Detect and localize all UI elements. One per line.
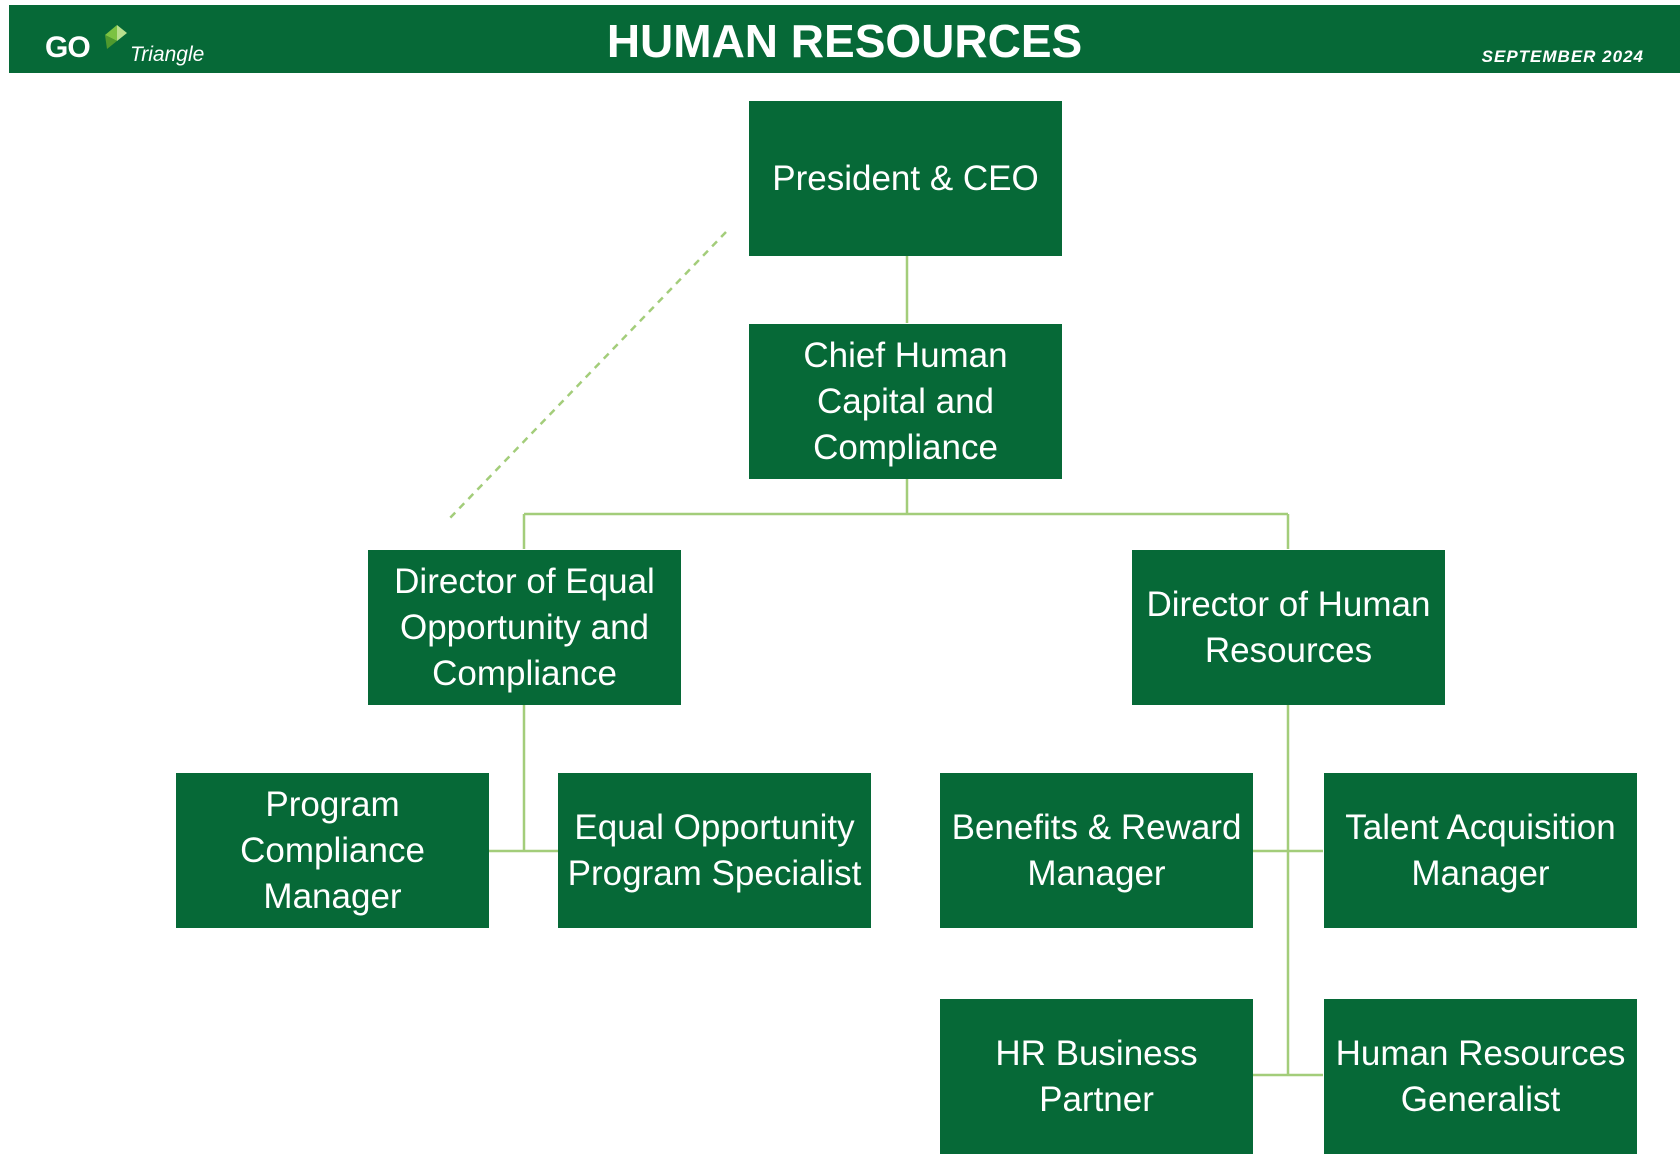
org-box-eo-program-specialist: Equal Opportunity Program Specialist: [558, 773, 871, 928]
org-box-talent-acquisition-manager: Talent Acquisition Manager: [1324, 773, 1637, 928]
org-box-label: Talent Acquisition Manager: [1345, 807, 1616, 893]
org-box-president-ceo: President & CEO: [749, 101, 1062, 256]
org-box-benefits-reward-manager: Benefits & Reward Manager: [940, 773, 1253, 928]
header-bar: GO Triangle HUMAN RESOURCES SEPTEMBER 20…: [9, 5, 1680, 73]
org-box-chief-human-capital: Chief Human Capital and Compliance: [749, 324, 1062, 479]
org-box-program-compliance-manager: Program Compliance Manager: [176, 773, 489, 928]
org-box-hr-business-partner: HR Business Partner: [940, 999, 1253, 1154]
org-box-label: Director of Equal Opportunity and Compli…: [394, 561, 655, 693]
org-box-hr-generalist: Human Resources Generalist: [1324, 999, 1637, 1154]
org-box-label: Benefits & Reward Manager: [951, 807, 1242, 893]
logo-text: GO: [45, 31, 91, 64]
triangle-logo-icon: [105, 25, 127, 49]
page-title: HUMAN RESOURCES: [606, 15, 1083, 67]
org-box-label: Program Compliance Manager: [240, 784, 425, 916]
org-box-label: Equal Opportunity Program Specialist: [567, 807, 862, 893]
org-box-director-equal-opportunity: Director of Equal Opportunity and Compli…: [368, 550, 681, 705]
logo-subtext: Triangle: [130, 43, 205, 66]
date-label: SEPTEMBER 2024: [1481, 47, 1644, 66]
connector-dotted-ceo-dir-eo: [449, 231, 727, 519]
org-box-label: Human Resources Generalist: [1335, 1033, 1626, 1119]
org-box-director-human-resources: Director of Human Resources: [1132, 550, 1445, 705]
org-box-label: Chief Human Capital and Compliance: [803, 335, 1008, 467]
org-box-label: Director of Human Resources: [1146, 584, 1431, 670]
org-box-label: President & CEO: [772, 158, 1039, 198]
org-box-label: HR Business Partner: [995, 1033, 1198, 1119]
